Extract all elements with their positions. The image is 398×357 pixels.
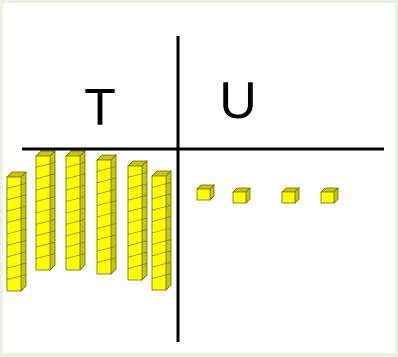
tens-rod	[128, 161, 147, 280]
rod-side-face	[142, 161, 147, 280]
rod-front-face	[36, 156, 50, 270]
rod-front-face	[7, 177, 21, 291]
cube-front-face	[233, 192, 246, 203]
rod-front-face	[152, 176, 166, 290]
unit-cube	[321, 188, 338, 203]
cube-front-face	[321, 192, 334, 203]
unit-cubes	[197, 185, 338, 203]
tens-rod	[97, 155, 116, 274]
tens-rod	[152, 171, 171, 290]
tens-rods	[7, 151, 171, 291]
rod-front-face	[128, 166, 142, 280]
rod-front-face	[66, 156, 80, 270]
cube-front-face	[282, 192, 295, 203]
unit-cube	[233, 188, 250, 203]
tens-header: T	[84, 79, 116, 137]
rod-side-face	[80, 151, 85, 270]
rod-side-face	[111, 155, 116, 274]
unit-cube	[282, 188, 299, 203]
cube-front-face	[197, 189, 210, 200]
rod-side-face	[166, 171, 171, 290]
tens-rod	[36, 151, 55, 270]
units-header: U	[219, 72, 257, 130]
rod-side-face	[21, 172, 26, 291]
tens-rod	[7, 172, 26, 291]
tens-rod	[66, 151, 85, 270]
rod-side-face	[50, 151, 55, 270]
rod-front-face	[97, 160, 111, 274]
unit-cube	[197, 185, 214, 200]
